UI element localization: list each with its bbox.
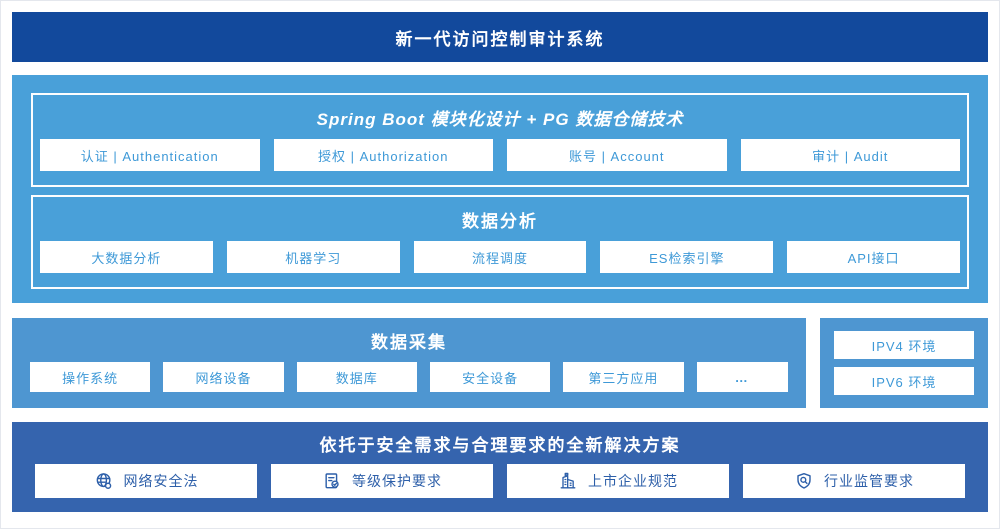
- environment-panel: IPV4 环境 IPV6 环境: [820, 318, 988, 408]
- module-es-search-engine: ES检索引擎: [600, 241, 774, 273]
- module-machine-learning: 机器学习: [226, 241, 400, 273]
- shield-search-icon: [797, 472, 811, 489]
- env-ipv4: IPV4 环境: [834, 331, 974, 359]
- env-ipv6: IPV6 环境: [834, 367, 974, 395]
- document-check-icon: [325, 473, 339, 489]
- building-icon: [560, 472, 576, 489]
- system-title-banner: 新一代访问控制审计系统: [12, 12, 988, 62]
- module-authorization: 授权 | Authorization: [273, 139, 493, 171]
- module-account: 账号 | Account: [507, 139, 727, 171]
- tech-frame: Spring Boot 模块化设计 + PG 数据仓储技术 认证 | Authe…: [31, 93, 969, 187]
- solution-item-label: 等级保护要求: [352, 473, 442, 489]
- solution-item-label: 上市企业规范: [588, 473, 678, 489]
- solution-item-classified-protection: 等级保护要求: [271, 464, 493, 498]
- solution-item-listed-company-standard: 上市企业规范: [507, 464, 729, 498]
- solution-item-label: 网络安全法: [123, 473, 199, 489]
- source-security-device: 安全设备: [429, 362, 551, 392]
- analysis-module-row: 大数据分析 机器学习 流程调度 ES检索引擎 API接口: [40, 241, 960, 273]
- source-operating-system: 操作系统: [30, 362, 151, 392]
- tech-module-row: 认证 | Authentication 授权 | Authorization 账…: [40, 139, 960, 171]
- collection-title: 数据采集: [371, 332, 447, 352]
- system-title: 新一代访问控制审计系统: [395, 29, 605, 49]
- platform-panel: Spring Boot 模块化设计 + PG 数据仓储技术 认证 | Authe…: [12, 75, 988, 303]
- source-third-party-app: 第三方应用: [563, 362, 684, 392]
- solution-item-row: 网络安全法 等级保护要求: [35, 464, 965, 498]
- collection-row: 数据采集 操作系统 网络设备 数据库 安全设备 第三方应用 … IPV4 环境 …: [12, 318, 988, 408]
- solution-panel: 依托于安全需求与合理要求的全新解决方案 网络安全法: [12, 422, 988, 512]
- analysis-frame-title: 数据分析: [462, 211, 538, 231]
- solution-item-label: 行业监管要求: [824, 473, 914, 489]
- solution-title: 依托于安全需求与合理要求的全新解决方案: [319, 435, 681, 455]
- module-audit: 审计 | Audit: [740, 139, 960, 171]
- module-api-interface: API接口: [787, 241, 960, 273]
- module-authentication: 认证 | Authentication: [40, 139, 260, 171]
- globe-icon: [96, 473, 111, 489]
- module-workflow-scheduling: 流程调度: [413, 241, 587, 273]
- source-more-ellipsis: …: [696, 362, 788, 392]
- collection-source-row: 操作系统 网络设备 数据库 安全设备 第三方应用 …: [30, 362, 788, 392]
- analysis-frame: 数据分析 大数据分析 机器学习 流程调度 ES检索引擎 API接口: [31, 195, 969, 289]
- tech-frame-title: Spring Boot 模块化设计 + PG 数据仓储技术: [316, 109, 684, 129]
- solution-item-cybersecurity-law: 网络安全法: [35, 464, 257, 498]
- solution-item-industry-supervision: 行业监管要求: [743, 464, 965, 498]
- collection-panel: 数据采集 操作系统 网络设备 数据库 安全设备 第三方应用 …: [12, 318, 806, 408]
- source-network-device: 网络设备: [163, 362, 284, 392]
- source-database: 数据库: [296, 362, 417, 392]
- module-bigdata-analysis: 大数据分析: [40, 241, 213, 273]
